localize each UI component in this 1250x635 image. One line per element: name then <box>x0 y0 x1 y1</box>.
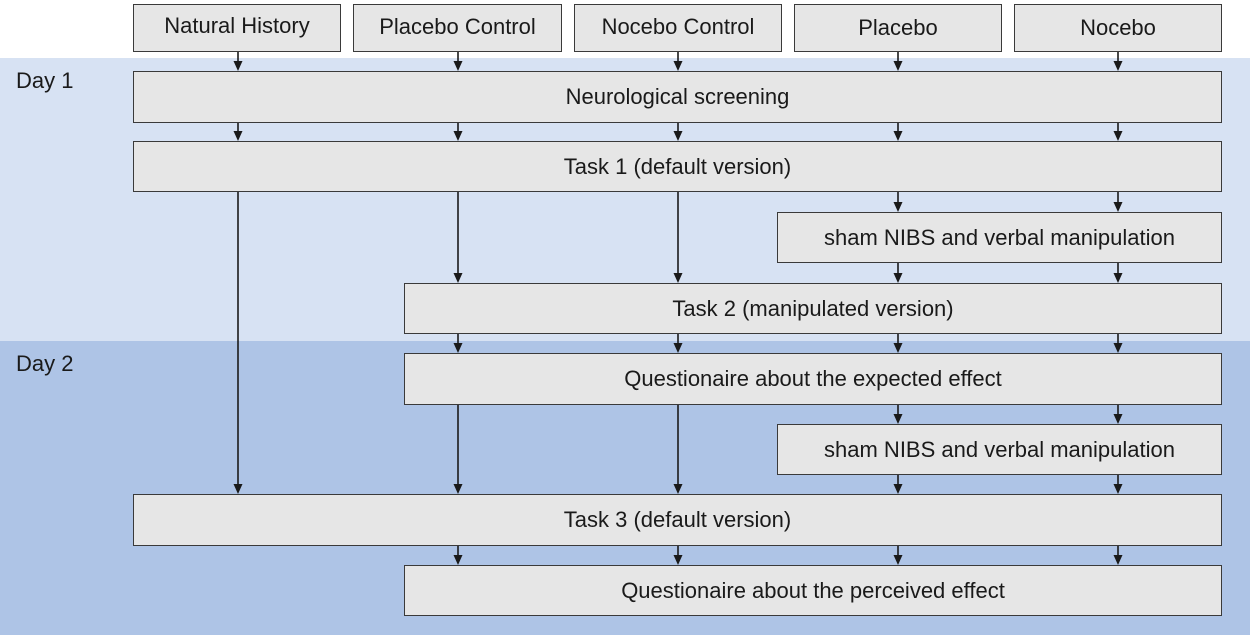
flow-arrow <box>1113 263 1123 283</box>
step-questionnaire-expected: Questionaire about the expected effect <box>404 353 1222 405</box>
flow-arrow <box>893 192 903 212</box>
flow-arrow <box>893 334 903 353</box>
flow-arrow <box>233 192 243 494</box>
flow-arrow <box>893 123 903 141</box>
flow-arrow <box>1113 475 1123 494</box>
flow-arrow <box>673 52 683 71</box>
flow-arrow <box>893 475 903 494</box>
group-natural-history: Natural History <box>133 4 341 52</box>
flow-arrow <box>673 334 683 353</box>
flow-arrow <box>1113 52 1123 71</box>
flow-arrow <box>1113 192 1123 212</box>
day2-label: Day 2 <box>16 351 74 376</box>
flow-arrow <box>453 334 463 353</box>
group-nocebo-control: Nocebo Control <box>574 4 782 52</box>
flow-arrow <box>893 263 903 283</box>
flow-arrow <box>453 123 463 141</box>
step-task2: Task 2 (manipulated version) <box>404 283 1222 334</box>
flow-arrow <box>453 405 463 494</box>
flow-arrow <box>673 405 683 494</box>
flow-arrow <box>893 546 903 565</box>
flow-arrow <box>1113 546 1123 565</box>
flow-arrow <box>673 546 683 565</box>
flow-arrow <box>893 405 903 424</box>
step-task3: Task 3 (default version) <box>133 494 1222 546</box>
day1-label: Day 1 <box>16 68 74 93</box>
step-questionnaire-perceived: Questionaire about the perceived effect <box>404 565 1222 616</box>
step-sham-nibs-day1: sham NIBS and verbal manipulation <box>777 212 1222 263</box>
step-task1: Task 1 (default version) <box>133 141 1222 192</box>
flow-arrow <box>1113 405 1123 424</box>
flow-arrow <box>1113 334 1123 353</box>
step-sham-nibs-day2: sham NIBS and verbal manipulation <box>777 424 1222 475</box>
flow-arrow <box>233 52 243 71</box>
group-placebo: Placebo <box>794 4 1002 52</box>
step-neurological-screening: Neurological screening <box>133 71 1222 123</box>
flow-arrow <box>453 52 463 71</box>
group-placebo-control: Placebo Control <box>353 4 562 52</box>
flow-arrow <box>893 52 903 71</box>
flow-arrow <box>233 123 243 141</box>
flow-arrow <box>1113 123 1123 141</box>
flow-arrow <box>673 192 683 283</box>
flow-arrow <box>453 546 463 565</box>
group-nocebo: Nocebo <box>1014 4 1222 52</box>
flow-arrow <box>453 192 463 283</box>
flow-arrow <box>673 123 683 141</box>
